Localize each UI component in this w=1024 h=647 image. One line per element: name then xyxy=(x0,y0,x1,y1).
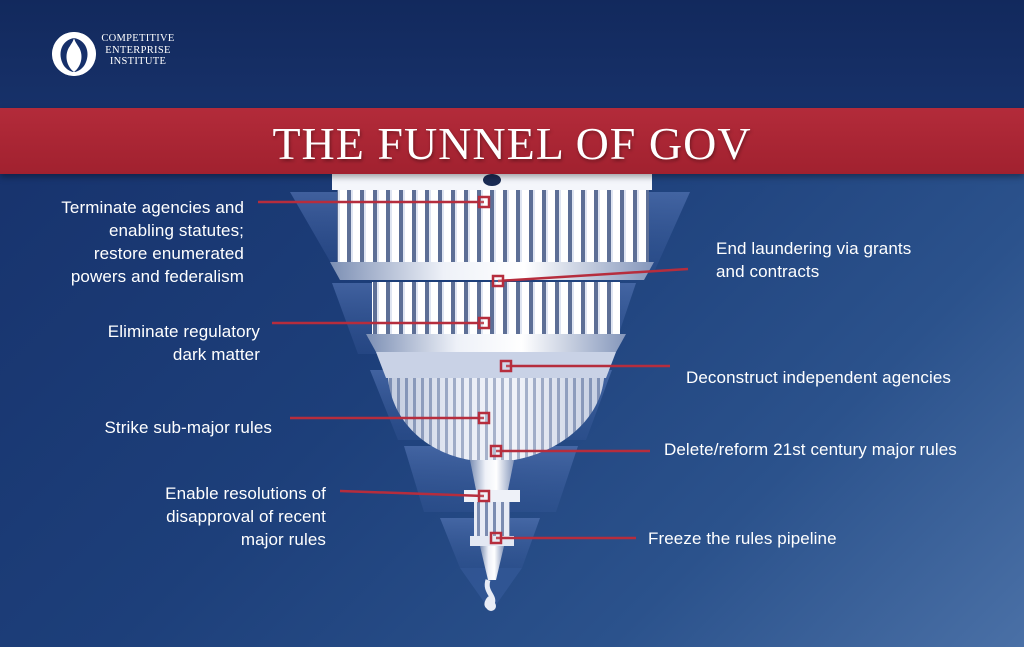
dome-bowl-shade xyxy=(388,378,604,460)
label-line: dark matter xyxy=(172,345,260,364)
label-line: Delete/reform 21st century major rules xyxy=(664,440,957,459)
label-end-laundering: End laundering via grants and contracts xyxy=(716,237,966,283)
label-line: enabling statutes; xyxy=(108,221,244,240)
connector-marker-left-1 xyxy=(477,195,491,209)
label-line: Freeze the rules pipeline xyxy=(648,529,837,548)
label-line: powers and federalism xyxy=(70,267,244,286)
logo-line-1: COMPETITIVE xyxy=(101,33,175,44)
connector-line-right-1 xyxy=(497,267,689,283)
label-line: Terminate agencies and xyxy=(61,198,244,217)
connector-marker-right-3 xyxy=(489,444,503,458)
cei-figure-logo-icon xyxy=(52,32,96,76)
funnel-tip xyxy=(460,568,522,612)
label-terminate-agencies: Terminate agencies and enabling statutes… xyxy=(24,196,244,288)
dome-colonnade-lower xyxy=(372,282,620,334)
label-line: Deconstruct independent agencies xyxy=(686,368,951,387)
label-line: major rules xyxy=(240,530,326,549)
title-banner: THE FUNNEL OF GOV xyxy=(0,108,1024,174)
dome-ring-3 xyxy=(376,352,616,378)
header-band xyxy=(0,0,1024,108)
label-line: End laundering via grants xyxy=(716,239,912,258)
dome-neck xyxy=(470,460,514,490)
dome-spire xyxy=(480,546,504,580)
connector-marker-left-3 xyxy=(477,411,491,425)
label-freeze-pipeline: Freeze the rules pipeline xyxy=(648,527,968,550)
connector-marker-right-2 xyxy=(499,359,513,373)
label-regulatory-dark-matter: Eliminate regulatory dark matter xyxy=(40,320,260,366)
label-line: and contracts xyxy=(716,262,820,281)
connector-line-left-4 xyxy=(339,489,485,498)
label-line: Eliminate regulatory xyxy=(107,322,260,341)
logo-line-3: INSTITUTE xyxy=(109,56,167,67)
logo-line-2: ENTERPRISE xyxy=(105,44,171,56)
connector-marker-left-2 xyxy=(477,316,491,330)
dome-lantern xyxy=(474,502,510,536)
dome-cap-oculus xyxy=(483,174,501,186)
connector-marker-right-1 xyxy=(491,274,505,288)
label-line: Enable resolutions of xyxy=(165,484,326,503)
page-title: THE FUNNEL OF GOV xyxy=(272,118,752,169)
dome-ring-2 xyxy=(366,334,626,352)
statue-head xyxy=(486,601,496,611)
connector-marker-left-4 xyxy=(477,489,491,503)
label-line: Strike sub-major rules xyxy=(104,418,272,437)
label-line: disapproval of recent xyxy=(166,507,326,526)
cei-logo[interactable]: COMPETITIVE ENTERPRISE INSTITUTE xyxy=(52,32,192,80)
label-line: restore enumerated xyxy=(93,244,244,263)
label-deconstruct-agencies: Deconstruct independent agencies xyxy=(686,366,1006,389)
cei-logo-text: COMPETITIVE ENTERPRISE INSTITUTE xyxy=(98,33,178,68)
label-major-rules-reform: Delete/reform 21st century major rules xyxy=(664,438,1014,461)
label-sub-major-rules: Strike sub-major rules xyxy=(40,416,272,439)
connector-marker-right-4 xyxy=(489,531,503,545)
label-resolutions-of-disapproval: Enable resolutions of disapproval of rec… xyxy=(104,482,326,551)
